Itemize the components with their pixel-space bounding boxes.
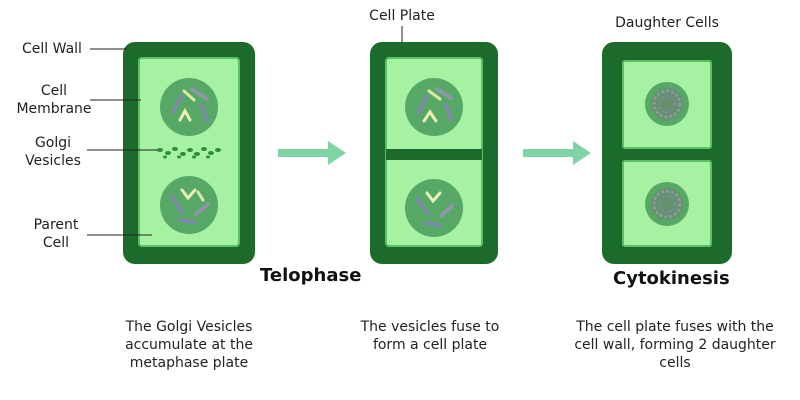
label-golgi-line2: Vesicles	[25, 153, 81, 169]
stage-title-cytokinesis: Cytokinesis	[613, 268, 730, 289]
description-cell-plate: The vesicles fuse to form a cell plate	[345, 318, 515, 354]
description-cell-plate-line2: form a cell plate	[372, 337, 488, 353]
cell-plate	[386, 149, 482, 160]
description-daughter: The cell plate fuses with the cell wall,…	[560, 318, 790, 372]
label-cell-membrane: Cell Membrane	[15, 82, 93, 118]
golgi-vesicles	[157, 147, 221, 159]
description-golgi-line1: The Golgi Vesicles	[125, 319, 253, 335]
nucleus-top	[405, 78, 463, 136]
description-daughter-line2: cell wall, forming 2 daughter	[574, 337, 776, 353]
parent-cell	[123, 42, 255, 264]
nucleus-bottom	[645, 182, 689, 226]
label-parent-cell: Parent Cell	[25, 216, 87, 252]
telophase-cell	[370, 42, 498, 264]
nucleus-bottom	[160, 176, 218, 234]
label-cell-membrane-line2: Membrane	[16, 101, 92, 117]
nucleus-top	[160, 78, 218, 136]
label-golgi-line1: Golgi	[34, 135, 72, 151]
daughter-cells	[602, 42, 732, 264]
stage-title-telophase: Telophase	[260, 265, 362, 286]
nucleus-bottom	[405, 179, 463, 237]
label-golgi-vesicles: Golgi Vesicles	[18, 134, 88, 170]
label-cell-membrane-line1: Cell	[40, 83, 68, 99]
nucleus-top	[645, 82, 689, 126]
label-parent-line1: Parent	[33, 217, 79, 233]
description-daughter-line1: The cell plate fuses with the	[576, 319, 774, 335]
description-golgi: The Golgi Vesicles accumulate at the met…	[104, 318, 274, 372]
label-cell-wall: Cell Wall	[22, 41, 82, 57]
label-parent-line2: Cell	[42, 235, 70, 251]
arrow-right-1	[278, 141, 346, 165]
description-golgi-line2: accumulate at the	[125, 337, 253, 353]
label-daughter-cells: Daughter Cells	[615, 15, 719, 31]
description-cell-plate-line1: The vesicles fuse to	[360, 319, 500, 335]
description-golgi-line3: metaphase plate	[129, 355, 249, 371]
description-daughter-line3: cells	[659, 355, 691, 371]
arrow-right-2	[523, 141, 591, 165]
label-cell-plate: Cell Plate	[369, 8, 435, 24]
